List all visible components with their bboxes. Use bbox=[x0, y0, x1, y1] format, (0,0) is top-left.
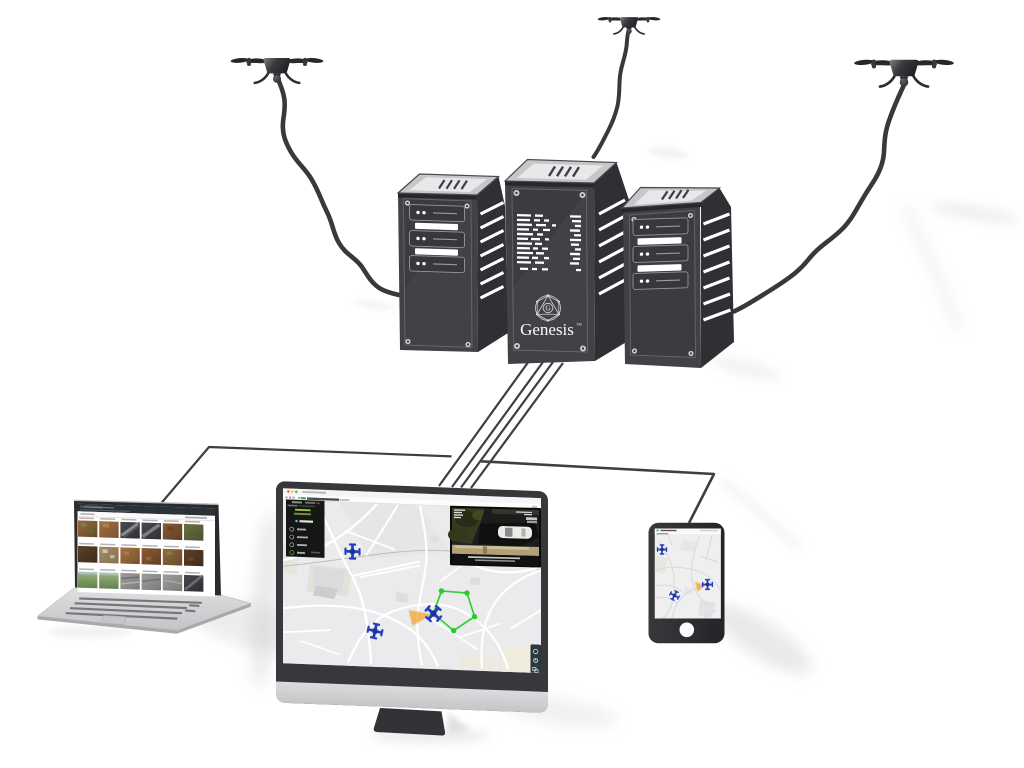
svg-text:G: G bbox=[545, 305, 550, 313]
svg-text:Genesis: Genesis bbox=[520, 320, 574, 339]
svg-text:™: ™ bbox=[576, 323, 582, 329]
